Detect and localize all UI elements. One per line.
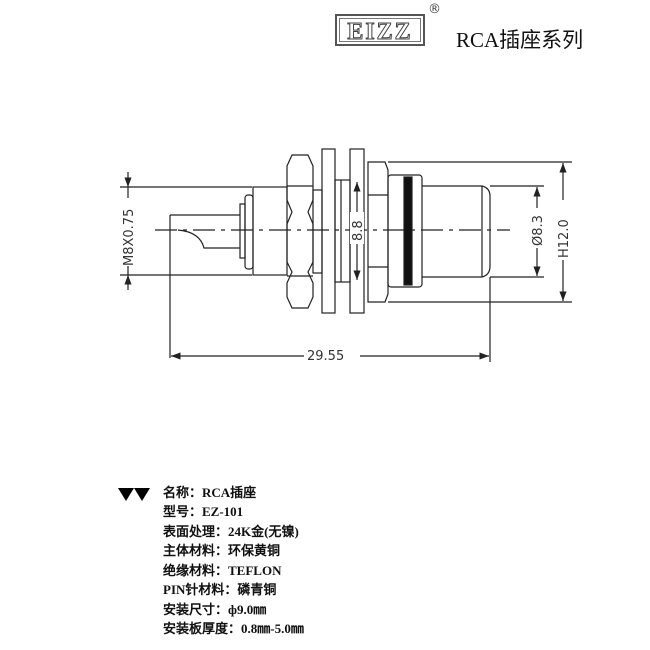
dim-length-label: 29.55 <box>307 349 344 364</box>
thread-section <box>312 189 323 274</box>
front-nut <box>367 161 389 303</box>
spec-panel-thickness: 安装板厚度：0.8㎜-5.0㎜ <box>163 621 304 636</box>
insulator-ring <box>403 176 413 286</box>
spec-name: 名称：RCA插座 <box>163 485 257 500</box>
spec-body-material: 主体材料：环保黄铜 <box>163 543 281 558</box>
front-body <box>387 174 423 288</box>
spec-surface: 表面处理：24K金(无镍) <box>163 524 299 539</box>
spec-model: 型号：EZ-101 <box>163 504 244 519</box>
washer-1 <box>321 148 336 314</box>
registered-mark: ® <box>428 2 441 17</box>
eizz-logo: EIZZ <box>335 14 425 46</box>
rear-flange <box>239 203 246 259</box>
dim-diameter-label: Ø8.3 <box>531 215 546 246</box>
double-triangle-icon <box>118 488 150 501</box>
spec-mount-size: 安装尺寸：ф9.0㎜ <box>163 602 267 617</box>
pin <box>169 214 240 358</box>
spacer <box>334 179 351 283</box>
spec-insulation: 绝缘材料：TEFLON <box>163 563 282 578</box>
dim-thread-label: M8X0.75 <box>122 209 137 266</box>
logo-text: EIZZ <box>339 18 421 46</box>
hex-nut <box>286 154 314 309</box>
spec-pin-material: PIN针材料：磷青铜 <box>163 582 277 597</box>
barrel <box>422 185 491 278</box>
dim-height-label: H12.0 <box>557 219 572 258</box>
dim-hex-label: 8.8 <box>351 220 366 241</box>
rear-shoulder <box>244 194 254 270</box>
page-title: RCA插座系列 <box>456 28 584 52</box>
threaded-body <box>252 186 288 276</box>
